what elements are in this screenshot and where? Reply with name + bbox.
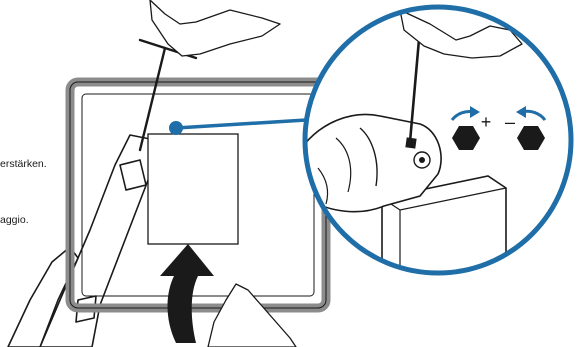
zoom-callout	[300, 7, 571, 330]
loosen-symbol: –	[505, 112, 515, 132]
hand-top	[150, 0, 280, 56]
callout-dot	[169, 121, 183, 135]
mounting-plate	[148, 134, 238, 244]
tighten-symbol: +	[481, 112, 492, 132]
